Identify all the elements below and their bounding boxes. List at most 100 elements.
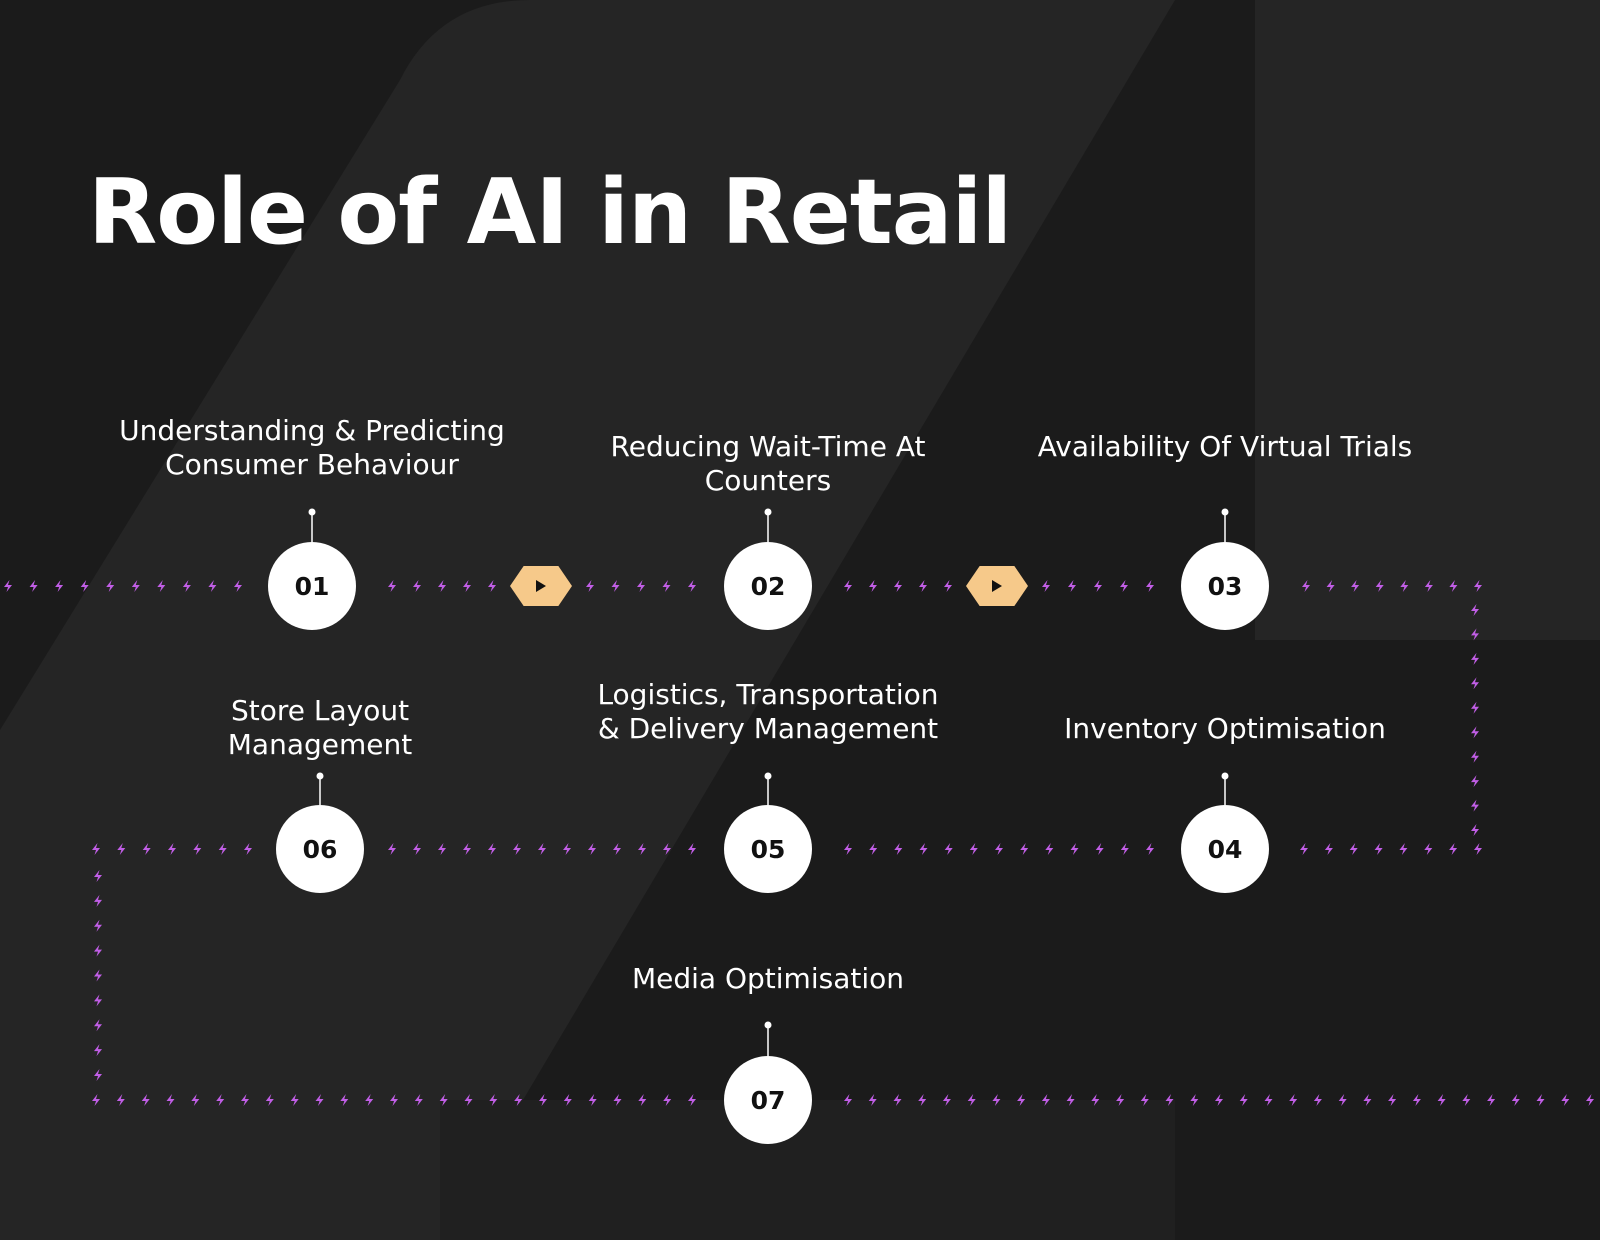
step-3-badge: 03 xyxy=(1181,542,1269,630)
path-bolt-icon xyxy=(1536,1094,1545,1106)
path-bolt-icon xyxy=(489,1094,498,1106)
path-bolt-icon xyxy=(662,580,671,592)
path-bolt-icon xyxy=(463,580,471,592)
step-5-badge: 05 xyxy=(724,805,812,893)
path-bolt-icon xyxy=(1424,843,1433,855)
path-bolt-icon xyxy=(1449,843,1458,855)
path-bolt-icon xyxy=(868,1094,877,1106)
path-bolt-icon xyxy=(1066,1094,1075,1106)
path-bolt-icon xyxy=(513,843,521,855)
path-bolt-icon xyxy=(365,1094,374,1106)
step-6-label: Store Layout Management xyxy=(227,694,413,761)
path-bolt-icon xyxy=(234,580,242,592)
path-bolt-icon xyxy=(1068,580,1076,592)
path-bolt-icon xyxy=(967,1094,976,1106)
path-bolt-icon xyxy=(538,843,546,855)
path-bolt-icon xyxy=(1140,1094,1149,1106)
path-bolt-icon xyxy=(563,843,571,855)
path-bolt-icon xyxy=(893,1094,902,1106)
path-bolt-icon xyxy=(663,843,671,855)
path-bolt-icon xyxy=(244,843,252,855)
path-bolt-icon xyxy=(1471,775,1479,788)
path-bolt-icon xyxy=(995,843,1003,855)
step-7-badge: 07 xyxy=(724,1056,812,1144)
path-bolt-icon xyxy=(265,1094,274,1106)
path-bolt-icon xyxy=(1388,1094,1397,1106)
path-bolt-icon xyxy=(919,580,927,592)
path-bolt-icon xyxy=(844,580,852,592)
path-bolt-icon xyxy=(638,843,646,855)
path-bolt-icon xyxy=(117,843,126,855)
path-bolt-icon xyxy=(611,580,620,592)
connector-dot xyxy=(764,772,772,780)
path-bolt-icon xyxy=(168,843,176,855)
path-bolt-icon xyxy=(94,1019,102,1032)
path-bolt-icon xyxy=(157,580,166,592)
path-bolt-icon xyxy=(141,1094,150,1106)
path-bolt-icon xyxy=(1363,1094,1372,1106)
path-bolt-icon xyxy=(919,843,928,855)
play-icon xyxy=(992,580,1002,592)
path-bolt-icon xyxy=(29,580,38,592)
path-bolt-icon xyxy=(1215,1094,1223,1106)
path-bolt-icon xyxy=(55,580,64,592)
path-bolt-icon xyxy=(1449,580,1458,592)
path-bolt-icon xyxy=(1300,843,1308,855)
step-1-badge: 01 xyxy=(268,542,356,630)
path-bolt-icon xyxy=(1324,843,1333,855)
path-bolt-icon xyxy=(182,580,191,592)
path-bolt-icon xyxy=(1471,726,1479,739)
path-bolt-icon xyxy=(1474,580,1482,592)
path-bolt-icon xyxy=(1375,580,1384,592)
path-bolt-icon xyxy=(413,580,421,592)
path-bolt-icon xyxy=(1487,1094,1496,1106)
path-bolt-icon xyxy=(1264,1094,1273,1106)
path-bolt-icon xyxy=(942,1094,951,1106)
path-bolt-icon xyxy=(1017,1094,1026,1106)
path-bolt-icon xyxy=(94,1044,102,1057)
path-bolt-icon xyxy=(1511,1094,1520,1106)
path-bolt-icon xyxy=(514,1094,523,1106)
path-bolt-icon xyxy=(80,580,89,592)
path-bolt-icon xyxy=(918,1094,927,1106)
path-bolt-icon xyxy=(92,1094,100,1106)
path-bolt-icon xyxy=(1471,604,1479,616)
path-bolt-icon xyxy=(1239,1094,1248,1106)
path-bolt-icon xyxy=(1045,843,1054,855)
connector-dot xyxy=(764,1021,772,1029)
path-bolt-icon xyxy=(1070,843,1079,855)
path-bolt-icon xyxy=(992,1094,1001,1106)
path-bolt-icon xyxy=(94,919,102,932)
path-bolt-icon xyxy=(1471,628,1479,641)
path-bolt-icon xyxy=(663,1094,672,1106)
path-bolt-icon xyxy=(1471,799,1479,812)
path-bolt-icon xyxy=(1302,580,1310,592)
path-bolt-icon xyxy=(944,843,953,855)
path-bolt-icon xyxy=(464,1094,473,1106)
path-bolt-icon xyxy=(1471,824,1479,836)
path-bolt-icon xyxy=(1120,843,1129,855)
path-bolt-icon xyxy=(869,580,877,592)
path-bolt-icon xyxy=(613,1094,622,1106)
path-bolt-icon xyxy=(688,580,696,592)
path-bolt-icon xyxy=(688,843,696,855)
path-bolt-icon xyxy=(1289,1094,1298,1106)
path-bolt-icon xyxy=(894,580,902,592)
step-4-badge: 04 xyxy=(1181,805,1269,893)
path-bolt-icon xyxy=(193,843,202,855)
path-bolt-icon xyxy=(94,969,102,982)
connector-dot xyxy=(764,508,772,516)
path-bolt-icon xyxy=(216,1094,225,1106)
path-bolt-icon xyxy=(1338,1094,1347,1106)
path-bolt-icon xyxy=(94,944,102,957)
path-bolt-icon xyxy=(340,1094,349,1106)
path-bolt-icon xyxy=(1412,1094,1421,1106)
path-bolt-icon xyxy=(1474,843,1482,855)
connector-dot xyxy=(1221,772,1229,780)
path-bolt-icon xyxy=(563,1094,572,1106)
path-bolt-icon xyxy=(588,1094,597,1106)
path-bolt-icon xyxy=(637,580,645,592)
connector-dot xyxy=(308,508,316,516)
path-bolt-icon xyxy=(142,843,151,855)
